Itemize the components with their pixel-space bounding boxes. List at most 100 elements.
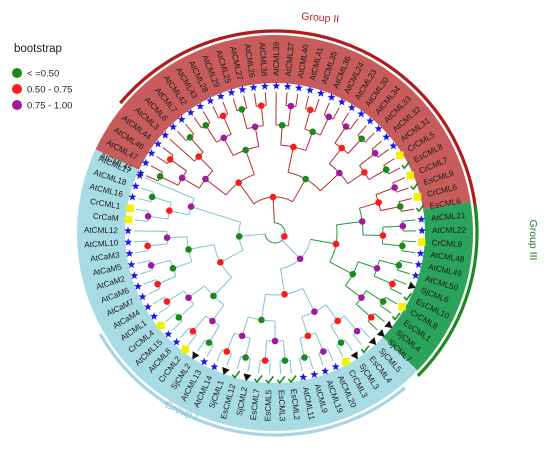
check-icon	[360, 345, 370, 354]
star-icon	[327, 93, 336, 101]
leaf-label: EsCML3	[277, 390, 287, 422]
bootstrap-node-67	[154, 280, 161, 288]
bootstrap-node-40	[367, 314, 375, 321]
bootstrap-node-48	[301, 354, 308, 361]
bootstrap-node-34	[379, 232, 387, 239]
branch-1	[272, 197, 275, 224]
branch-226	[134, 240, 148, 243]
branch-204	[165, 313, 176, 323]
star-icon	[143, 302, 152, 311]
bootstrap-node-65	[185, 294, 192, 302]
bootstrap-node-31	[375, 199, 382, 206]
bootstrap-node-16	[306, 106, 314, 114]
triangle-icon	[376, 329, 385, 337]
star-icon	[249, 83, 258, 91]
star-icon	[260, 82, 269, 90]
group-label-1: Group III	[527, 220, 539, 261]
bootstrap-node-43	[332, 240, 340, 248]
star-icon	[131, 181, 140, 190]
branch-201	[178, 303, 195, 318]
legend-label-high: 0.75 - 1.00	[27, 101, 72, 112]
branch-34	[212, 106, 220, 119]
branch-219	[139, 269, 153, 275]
check-icon	[410, 182, 419, 191]
branch-24	[245, 149, 255, 175]
star-icon	[411, 271, 420, 280]
star-icon	[227, 88, 236, 97]
branch-181	[226, 353, 232, 366]
branch-48	[287, 146, 294, 173]
branch-32	[222, 115, 232, 135]
branch-17	[198, 156, 214, 172]
branch-22	[176, 130, 187, 142]
group-sector-1	[382, 202, 473, 371]
bootstrap-node-61	[189, 327, 197, 335]
branch-235	[135, 208, 149, 212]
branch-147	[330, 325, 342, 343]
branch-83	[371, 140, 383, 150]
branch-11	[145, 175, 159, 182]
branch-183	[239, 233, 266, 237]
branch-143	[343, 315, 358, 332]
branch-225	[135, 250, 149, 254]
branch-216	[143, 279, 156, 285]
branch-211	[172, 261, 193, 269]
branch-132	[380, 305, 392, 314]
bootstrap-node-21	[358, 135, 365, 143]
bootstrap-node-33	[399, 242, 406, 250]
branch-78	[364, 132, 375, 143]
leaf-label: AtCML39	[272, 41, 281, 76]
branch-175	[245, 337, 251, 358]
branch-217	[151, 259, 171, 266]
square-icon	[181, 345, 189, 354]
legend: bootstrap < =0.50 0.50 - 0.75 0.75 - 1.0…	[12, 43, 72, 112]
branch-240	[145, 177, 195, 200]
branch-133	[355, 303, 372, 318]
branch-100	[396, 187, 409, 193]
branch-103	[398, 197, 412, 203]
branch-182	[216, 349, 223, 362]
leaf-label: AtCaM3	[90, 250, 121, 263]
check-icon	[265, 375, 274, 385]
leaf-label: CrCaM	[92, 212, 119, 223]
star-icon	[134, 282, 143, 290]
bootstrap-node-20	[342, 123, 350, 130]
square-icon	[395, 151, 404, 160]
branch-115	[329, 261, 353, 275]
branch-122	[397, 269, 411, 275]
star-icon	[321, 366, 330, 375]
branch-75	[347, 138, 362, 154]
star-icon	[200, 357, 209, 366]
star-icon	[316, 89, 325, 97]
bootstrap-node-50	[311, 308, 318, 315]
triangle-icon	[407, 281, 416, 289]
branch-117	[358, 261, 378, 269]
bootstrap-node-8	[220, 134, 228, 142]
branch-55	[285, 92, 288, 106]
branch-113	[402, 240, 416, 243]
branch-160	[299, 358, 303, 372]
branch-5	[205, 178, 227, 196]
branch-114	[401, 250, 415, 254]
bootstrap-node-71	[163, 234, 171, 241]
branch-101	[380, 205, 401, 212]
check-icon	[287, 375, 297, 384]
branch-185	[220, 249, 244, 263]
branch-223	[147, 243, 168, 247]
branch-173	[241, 316, 249, 337]
bootstrap-node-26	[336, 169, 343, 177]
branch-131	[385, 296, 398, 305]
leaf-label: AtCML21	[431, 211, 466, 223]
branch-150	[336, 344, 344, 357]
branch-127	[345, 285, 362, 299]
star-icon	[141, 158, 150, 167]
bootstrap-node-76	[166, 207, 173, 214]
star-icon	[154, 139, 163, 148]
leaf-label: AtCML37	[284, 42, 296, 77]
bootstrap-node-54	[242, 354, 249, 361]
branch-209	[188, 244, 215, 250]
bootstrap-node-7	[219, 112, 227, 120]
branch-3	[238, 182, 255, 205]
star-icon	[150, 312, 159, 320]
bootstrap-node-46	[334, 317, 341, 325]
